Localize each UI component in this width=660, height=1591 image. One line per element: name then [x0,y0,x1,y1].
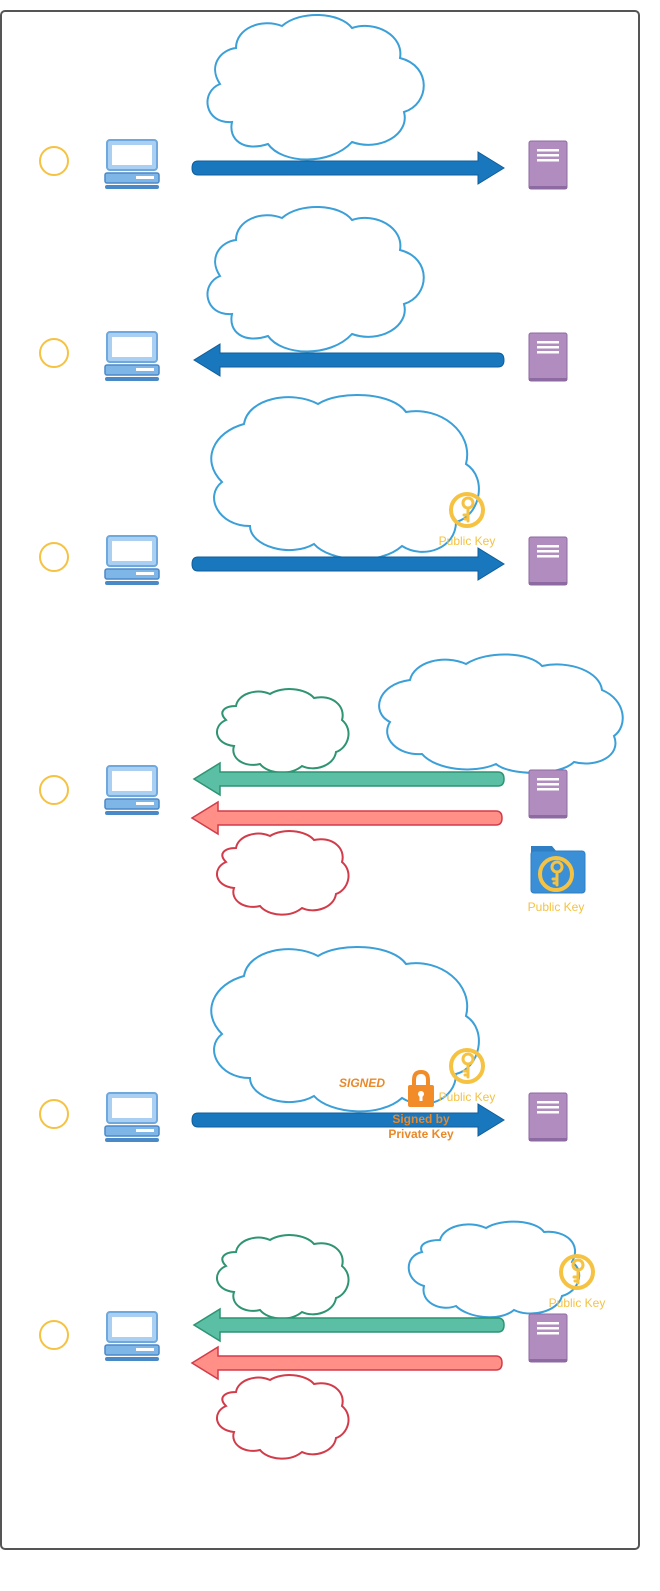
laptop-icon [104,535,160,586]
actor-circle-icon [39,775,69,805]
server-icon [528,1313,568,1363]
arrow-right [191,1103,505,1137]
cloud-red [216,1374,350,1460]
step-1 [39,14,568,190]
cloud-blue [206,206,425,353]
arrow-left-green [192,1307,505,1343]
signed-label: SIGNED [339,1076,385,1090]
cloud-green [216,688,350,774]
actor-circle-icon [39,1320,69,1350]
step-2 [39,206,568,382]
public-key-label: Public Key [528,900,585,914]
cloud-blue [407,1220,581,1319]
actor-circle-icon [39,542,69,572]
cloud-blue [206,14,425,161]
server-icon [528,332,568,382]
server-icon [528,1092,568,1142]
lock-icon [408,1069,434,1107]
laptop-icon [104,1311,160,1362]
actor-circle-icon [39,146,69,176]
server-icon [528,536,568,586]
signed-by-label-line1: Signed by [392,1112,450,1126]
cloud-blue [378,653,624,774]
actor-circle-icon [39,1099,69,1129]
step-4: Public Key [39,653,624,916]
server-icon [528,140,568,190]
public-key-label: Public Key [439,534,496,548]
laptop-icon [104,331,160,382]
public-key-label: Public Key [439,1090,496,1104]
signed-by-label-line2: Private Key [388,1127,454,1141]
server-icon [528,769,568,819]
step-5: Public Key SIGNED Signed by Private Key [39,946,568,1143]
laptop-icon [104,765,160,816]
laptop-icon [104,1092,160,1143]
step-3: Public Key [39,394,568,586]
arrow-left [193,343,505,377]
laptop-icon [104,139,160,190]
cloud-red [216,830,350,916]
arrow-right [191,547,505,581]
cloud-green [216,1234,350,1320]
step-6: Public Key [39,1220,606,1460]
cloud-blue [210,394,480,561]
arrow-right [191,151,505,185]
arrow-left-green [192,761,505,797]
arrow-left-red [190,800,503,836]
public-key-label: Public Key [549,1296,606,1310]
cloud-blue [210,946,480,1113]
arrow-left-red [190,1345,503,1381]
actor-circle-icon [39,338,69,368]
